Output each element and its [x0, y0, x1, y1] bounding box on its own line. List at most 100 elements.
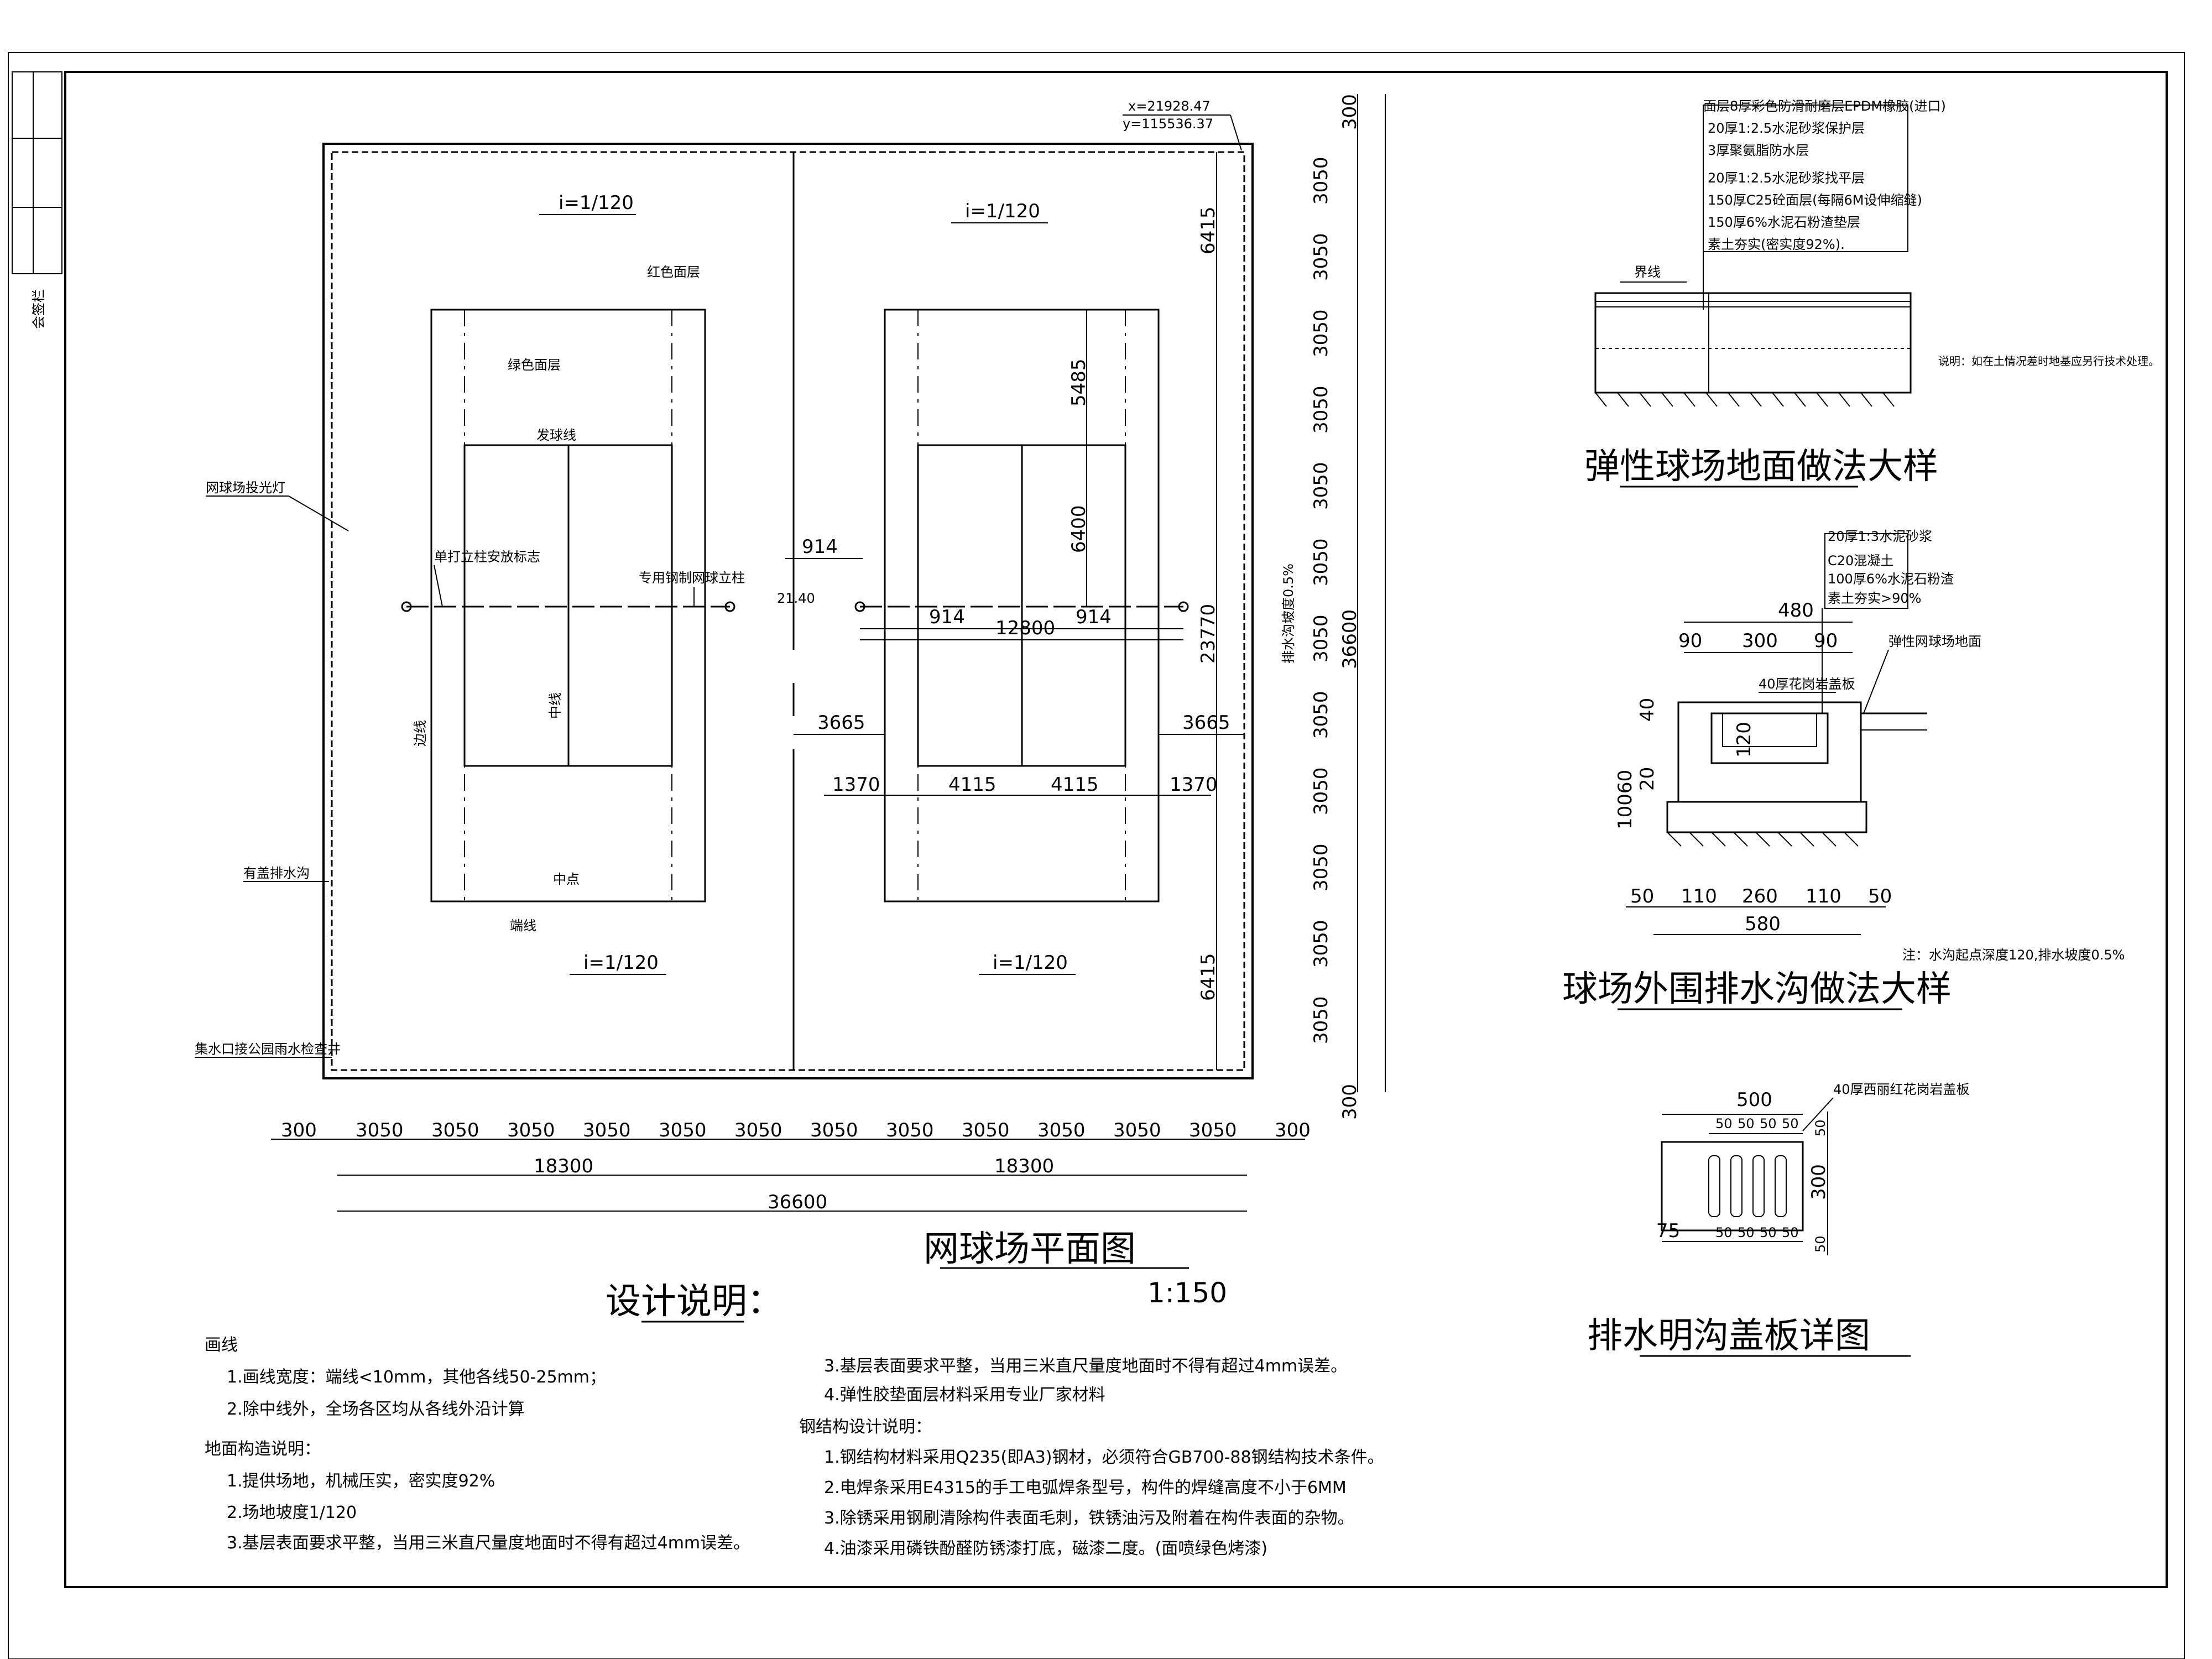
- catch-basin-label: 集水口接公园雨水检查井: [195, 1041, 341, 1057]
- dim-3050: 3050: [1310, 538, 1332, 586]
- slope-label: i=1/120: [559, 192, 634, 214]
- design-notes: 设计说明： 画线 1.画线宽度：端线<10mm，其他各线50-25mm； 2.除…: [205, 1281, 1384, 1558]
- net-post: [1178, 601, 1189, 612]
- dim-260: 260: [1742, 885, 1778, 907]
- fence-outline: [322, 143, 1254, 1079]
- dim-4115: 4115: [948, 774, 997, 796]
- notes-item: 2.电焊条采用E4315的手工电弧焊条型号，构件的焊缝高度不小于6MM: [824, 1478, 1347, 1498]
- floor-detail-title: 弹性球场地面做法大样: [1584, 446, 1938, 487]
- notes-item: 3.除锈采用钢刷清除构件表面毛刺，铁锈油污及附着在构件表面的杂物。: [824, 1509, 1354, 1528]
- dim-3050: 3050: [1189, 1119, 1237, 1141]
- notes-heading: 地面构造说明：: [205, 1439, 321, 1459]
- dim-3665: 3665: [1182, 712, 1230, 734]
- drain-surface-label: 弹性网球场地面: [1888, 634, 1981, 649]
- slope-label: i=1/120: [583, 952, 659, 974]
- dim-50: 50: [1760, 1225, 1777, 1240]
- dim-3050: 3050: [1310, 614, 1332, 662]
- dim-50: 50: [1782, 1116, 1799, 1131]
- cover-slot: [1752, 1155, 1765, 1217]
- green-surface-label: 绿色面层: [508, 357, 561, 373]
- dim-3050: 3050: [507, 1119, 555, 1141]
- boundary-label: 界线: [1634, 264, 1661, 280]
- dim-12800: 12800: [995, 617, 1055, 639]
- dim-3050: 3050: [810, 1119, 858, 1141]
- floor-layer: 素土夯实(密实度92%).: [1708, 237, 1845, 252]
- dim-50: 50: [1782, 1225, 1799, 1240]
- dim-50: 50: [1760, 1116, 1777, 1131]
- bottom-dim-chain: 300 3050 3050 3050 3050 3050 3050 3050 3…: [281, 1119, 1311, 1141]
- drain-detail: 20厚1:3水泥砂浆 C20混凝土 100厚6%水泥石粉渣 素土夯实>90% 4…: [1562, 529, 2125, 1010]
- notes-item: 3.基层表面要求平整，当用三米直尺量度地面时不得有超过4mm误差。: [227, 1533, 750, 1553]
- inner-border: [64, 71, 2168, 1588]
- dim-20: 20: [1636, 767, 1658, 791]
- dim-50: 50: [1715, 1225, 1733, 1240]
- slope-label: i=1/120: [993, 952, 1068, 974]
- dim-3050: 3050: [1310, 691, 1332, 739]
- dim-18300: 18300: [534, 1155, 593, 1177]
- dim-500: 500: [1736, 1089, 1772, 1111]
- notes-item: 2.场地坡度1/120: [227, 1503, 357, 1522]
- covered-drain-label: 有盖排水沟: [243, 865, 310, 881]
- drain-channel: [1677, 701, 1862, 803]
- sign-block-label: 会签栏: [31, 289, 46, 329]
- dim-4115: 4115: [1051, 774, 1099, 796]
- floor-layer: 3厚聚氨脂防水层: [1708, 143, 1809, 158]
- net-post-label: 专用钢制网球立柱: [639, 570, 745, 586]
- notes-item: 1.提供场地，机械压实，密实度92%: [227, 1472, 495, 1491]
- dim-480: 480: [1778, 599, 1814, 622]
- floodlight-label: 网球场投光灯: [206, 480, 285, 495]
- dim-40: 40: [1636, 698, 1658, 722]
- cover-slot: [1730, 1155, 1743, 1217]
- drain-detail-title: 球场外围排水沟做法大样: [1562, 969, 1952, 1010]
- drain-note: 注：水沟起点深度120,排水坡度0.5%: [1902, 947, 2125, 963]
- dim-110: 110: [1806, 885, 1841, 907]
- dim-300: 300: [1339, 94, 1361, 130]
- outer-border: [8, 52, 2185, 1659]
- dim-5485: 5485: [1068, 358, 1090, 406]
- single-post-label: 单打立柱安放标志: [434, 549, 540, 565]
- dim-18300: 18300: [994, 1155, 1054, 1177]
- floor-layer: 面层8厚彩色防滑耐磨层EPDM橡胶(进口): [1703, 98, 1946, 114]
- plan-title: 网球场平面图: [924, 1229, 1136, 1270]
- floor-section: [1594, 292, 1912, 394]
- dim-6415: 6415: [1197, 953, 1219, 1001]
- net-post: [401, 601, 412, 612]
- base-line-label: 端线: [510, 918, 536, 933]
- dim-914: 914: [802, 536, 838, 558]
- notes-heading: 钢结构设计说明：: [799, 1417, 932, 1437]
- dim-120: 120: [1733, 722, 1755, 758]
- dim-50: 50: [1813, 1235, 1828, 1253]
- design-notes-title: 设计说明：: [606, 1281, 782, 1322]
- court-plan: i=1/120 i=1/120 i=1/120 i=1/120 红色面层 绿色面…: [195, 94, 1386, 1309]
- floor-layer: 20厚1:2.5水泥砂浆保护层: [1708, 121, 1865, 136]
- red-surface-label: 红色面层: [647, 264, 700, 280]
- dim-6400: 6400: [1068, 505, 1090, 553]
- drain-layer: 素土夯实>90%: [1828, 591, 1921, 606]
- drain-layer: 100厚6%水泥石粉渣: [1828, 571, 1954, 587]
- dim-300: 300: [1808, 1164, 1830, 1200]
- dim-50: 50: [1738, 1116, 1755, 1131]
- drain-layer: 20厚1:3水泥砂浆: [1828, 529, 1932, 544]
- dim-50: 50: [1868, 885, 1892, 907]
- dim-3050: 3050: [962, 1119, 1010, 1141]
- dim-3050: 3050: [1310, 767, 1332, 815]
- plan-scale: 1:150: [1147, 1277, 1227, 1309]
- right-dim-chain: 3050 3050 3050 3050 3050 3050 3050 3050 …: [1310, 156, 1332, 1044]
- dim-3050: 3050: [1310, 156, 1332, 205]
- dim-3050: 3050: [1310, 843, 1332, 891]
- notes-item: 3.基层表面要求平整，当用三米直尺量度地面时不得有超过4mm误差。: [824, 1357, 1347, 1376]
- sign-block: 会签栏: [12, 71, 62, 329]
- service-line-label: 发球线: [536, 427, 576, 443]
- drain-cover-label: 40厚花岗岩盖板: [1759, 676, 1855, 692]
- cover-detail: 500 40厚西丽红花岗岩盖板 50 50 50 50 50 300 50 75…: [1587, 1082, 1970, 1357]
- floor-note: 说明：如在土情况差时地基应另行技术处理。: [1938, 354, 2159, 368]
- dim-3050: 3050: [1310, 462, 1332, 510]
- level-label: 21.40: [777, 591, 815, 606]
- dim-1370: 1370: [832, 774, 880, 796]
- dim-914: 914: [1076, 606, 1112, 628]
- drain-layer: C20混凝土: [1828, 553, 1893, 568]
- notes-item: 1.画线宽度：端线<10mm，其他各线50-25mm；: [227, 1368, 606, 1387]
- cover-slot: [1708, 1155, 1720, 1217]
- dim-3050: 3050: [1310, 385, 1332, 434]
